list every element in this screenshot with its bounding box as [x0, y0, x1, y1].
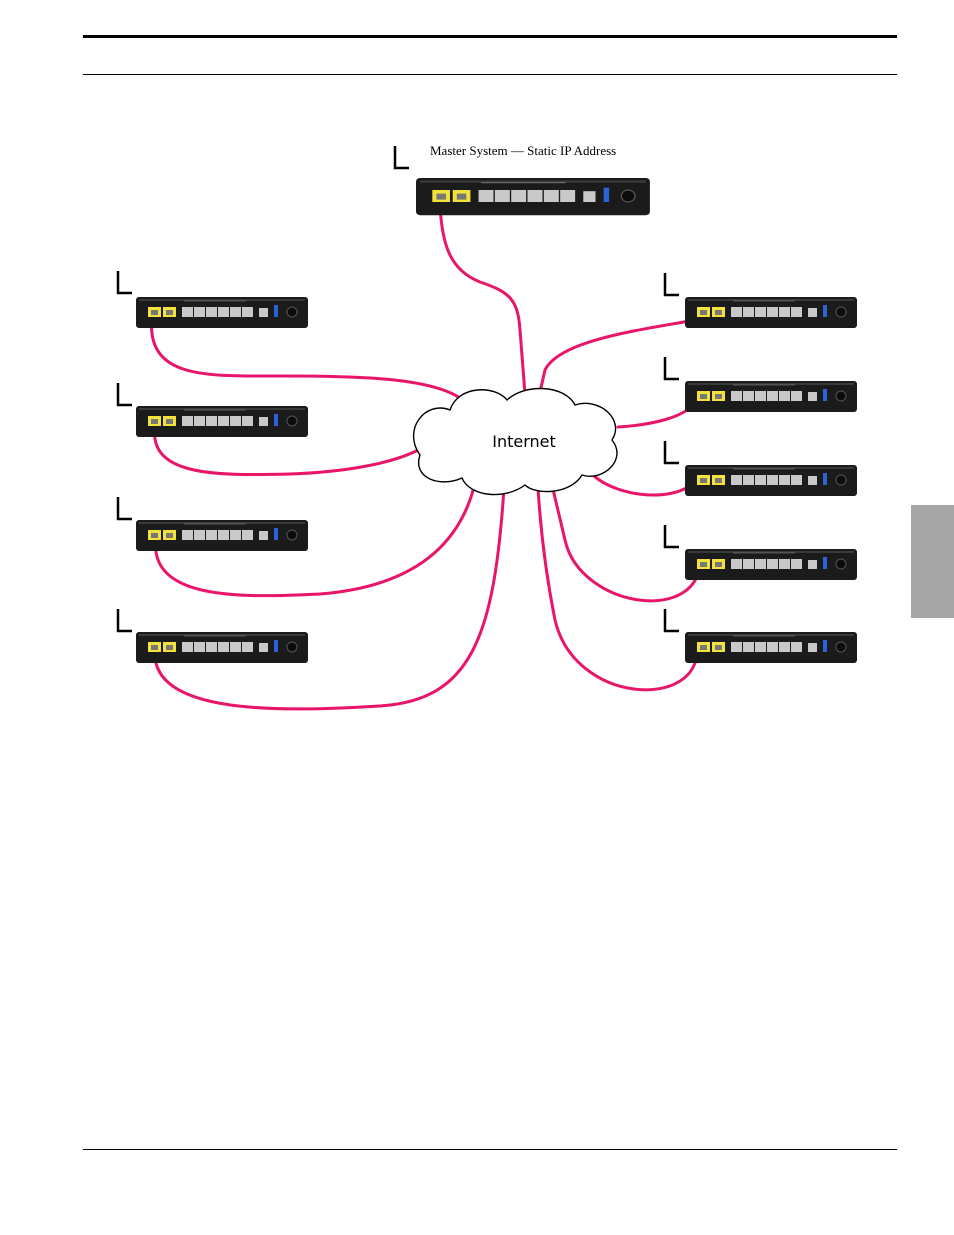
- cable-right-4: [552, 485, 700, 601]
- cloud-label: Internet: [492, 432, 556, 451]
- router-icon: [416, 178, 650, 215]
- remote-systems-left: [118, 271, 308, 663]
- remote-bracket: [665, 525, 679, 547]
- master-caption: Master System — Static IP Address: [430, 143, 616, 159]
- router-icon: [685, 465, 857, 496]
- remote-bracket: [118, 609, 132, 631]
- remote-bracket: [665, 273, 679, 295]
- router-icon: [136, 297, 308, 328]
- remote-bracket: [118, 383, 132, 405]
- remote-bracket: [665, 441, 679, 463]
- remote-systems-right: [665, 273, 857, 663]
- router-icon: [685, 549, 857, 580]
- chapter-tab: [911, 505, 954, 618]
- router-icon: [136, 520, 308, 551]
- cable-right-1: [540, 320, 695, 392]
- cable-master: [440, 205, 525, 394]
- router-icon: [136, 632, 308, 663]
- footer-rule: [83, 1149, 897, 1150]
- cable-right-3: [590, 472, 695, 495]
- cable-right-2: [618, 402, 695, 427]
- router-icon: [685, 381, 857, 412]
- cable-right-5: [538, 488, 697, 690]
- internet-cloud: Internet: [414, 389, 617, 495]
- router-icon: [685, 297, 857, 328]
- master-bracket: [395, 146, 409, 168]
- remote-bracket: [118, 271, 132, 293]
- remote-bracket: [665, 357, 679, 379]
- remote-bracket: [665, 609, 679, 631]
- remote-bracket: [118, 497, 132, 519]
- router-icon: [685, 632, 857, 663]
- router-icon: [136, 406, 308, 437]
